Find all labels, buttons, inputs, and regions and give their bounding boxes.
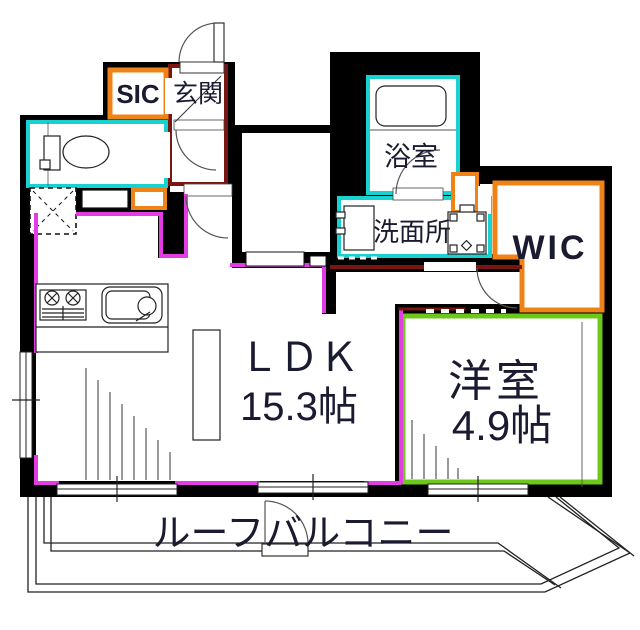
hall-ldk-opening	[183, 183, 233, 197]
wall-recess-small	[309, 255, 327, 267]
label-genkan: 玄関	[173, 80, 223, 108]
room-wic	[492, 180, 605, 313]
corridor-door-opening	[424, 262, 476, 271]
ldk-column	[192, 329, 221, 441]
washing-machine-icon	[335, 205, 375, 251]
labels: SIC 玄関 浴室 洗面所 WIC ＬＤＫ 15.3帖 洋室 4.9帖 ルーフバ…	[116, 79, 587, 555]
label-ldk-size: 15.3帖	[240, 385, 358, 429]
genkan-door-arc	[175, 129, 217, 171]
label-bedroom-size: 4.9帖	[452, 402, 552, 449]
label-wic: WIC	[512, 229, 587, 267]
bathtub-icon	[370, 85, 456, 131]
label-ldk: ＬＤＫ	[239, 336, 359, 380]
vanity-sink-icon	[447, 204, 487, 255]
bath-door-opening	[392, 187, 444, 201]
shaft-inner	[242, 133, 330, 252]
storage-box-hall	[131, 188, 167, 210]
fixtures	[35, 85, 583, 487]
wic-slot	[478, 186, 491, 214]
wall-recess-large	[245, 251, 305, 267]
genkan-door-opening	[173, 119, 225, 131]
bedroom-corridor-door-arc	[476, 267, 518, 309]
genkan-step-line	[174, 75, 222, 123]
shoe-cabinet	[81, 189, 129, 209]
label-washroom: 洗面所	[373, 217, 451, 247]
sic-opening	[165, 78, 173, 114]
stove-icon	[39, 289, 87, 321]
entrance-door	[178, 22, 225, 63]
label-bedroom: 洋室	[448, 357, 544, 406]
label-balcony: ルーフバルコニー	[153, 513, 454, 555]
windows	[12, 256, 529, 502]
label-bathroom: 浴室	[384, 142, 438, 172]
hatch-lines	[85, 368, 459, 480]
toilet-icon	[39, 122, 110, 186]
label-sic: SIC	[116, 79, 160, 109]
balcony-door	[261, 500, 309, 557]
openings	[29, 61, 491, 252]
entrance-threshold	[179, 61, 225, 74]
toilet-opening	[161, 132, 170, 178]
kitchen-sink-icon	[101, 286, 163, 324]
hall-ldk-door-arc	[185, 195, 229, 239]
kitchen-counter	[35, 283, 169, 353]
doors	[174, 22, 518, 557]
bathroom-door-arc	[395, 149, 441, 195]
